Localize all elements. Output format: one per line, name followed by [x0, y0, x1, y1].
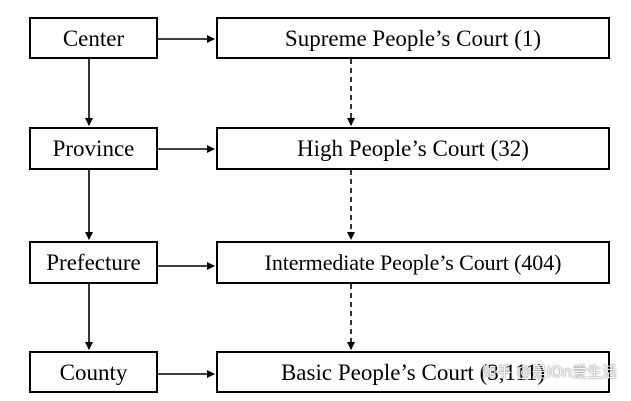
high-court-label: High People’s Court (32): [297, 136, 529, 161]
supreme-court-box: Supreme People’s Court (1): [216, 17, 610, 59]
intermediate-court-box: Intermediate People’s Court (404): [216, 241, 610, 284]
prefecture-box: Prefecture: [29, 241, 158, 284]
supreme-court-label: Supreme People’s Court (1): [284, 25, 542, 51]
county-box: County: [29, 351, 158, 393]
basic-court-box: Basic People’s Court (3,111): [216, 351, 610, 393]
watermark: 知乎 @是iOn爱生活: [481, 363, 617, 381]
province-box: Province: [29, 127, 158, 170]
center-label: Center: [62, 25, 125, 51]
center-box: Center: [29, 17, 158, 59]
county-label: County: [59, 359, 128, 385]
intermediate-court-label: Intermediate People’s Court (404): [264, 249, 562, 275]
high-court-box: High People’s Court (32): [216, 127, 610, 170]
province-label: Province: [52, 136, 135, 161]
prefecture-label: Prefecture: [46, 250, 141, 275]
basic-court-label: Basic People’s Court (3,111): [280, 359, 546, 385]
